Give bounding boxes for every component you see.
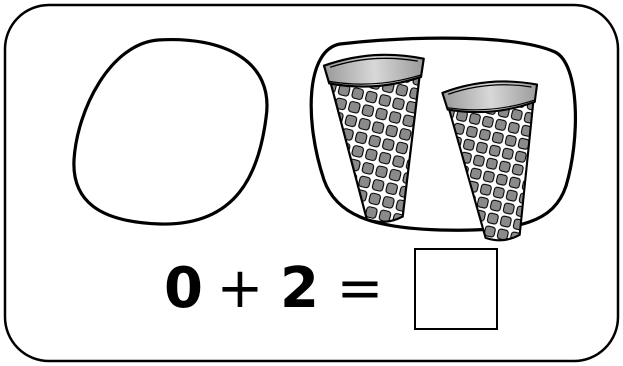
- addend-right: 2: [280, 261, 318, 317]
- equals-sign: =: [334, 261, 386, 317]
- addition-equation: 0 + 2 =: [164, 246, 498, 332]
- plus-sign: +: [212, 261, 268, 317]
- addend-left: 0: [164, 261, 200, 317]
- answer-box[interactable]: [414, 248, 498, 330]
